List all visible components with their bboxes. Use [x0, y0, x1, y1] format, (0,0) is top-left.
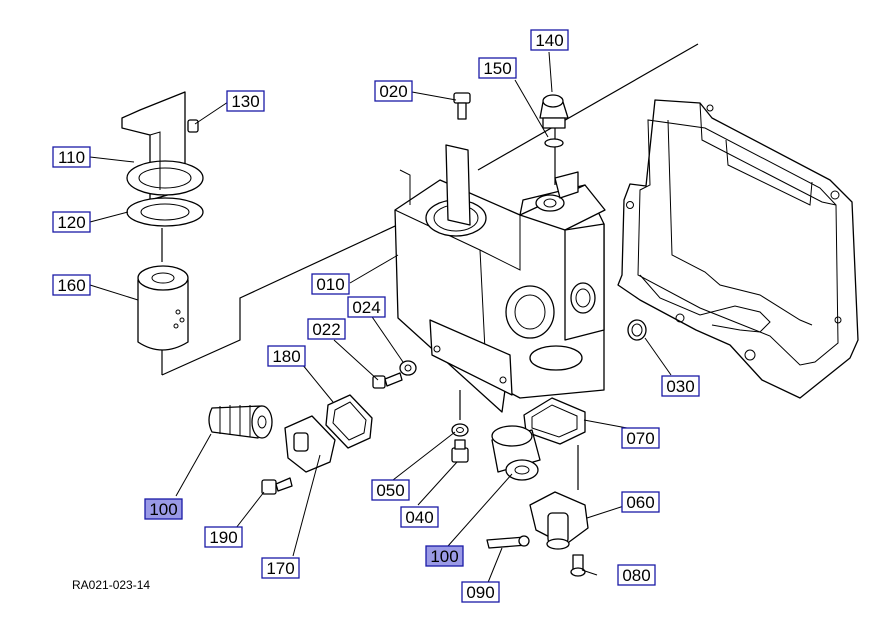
callout-label: 100	[430, 547, 458, 566]
callout-100-left: 100	[144, 498, 183, 520]
gasket-180	[325, 394, 373, 449]
callout-090: 090	[461, 581, 500, 603]
callout-label: 030	[666, 377, 694, 396]
plug-040	[451, 439, 469, 463]
callout-label: 060	[626, 493, 654, 512]
bolt-190	[261, 477, 293, 495]
callout-150: 150	[478, 57, 517, 79]
cover-170	[284, 415, 336, 473]
filter-element-100-left	[208, 405, 273, 439]
drawing-code: RA021-023-14	[72, 578, 150, 592]
callout-label: 130	[231, 92, 259, 111]
callout-180: 180	[267, 345, 306, 367]
callout-label: 070	[626, 429, 654, 448]
callout-040: 040	[400, 506, 439, 528]
callout-label: 150	[483, 59, 511, 78]
gasket-120	[126, 197, 204, 227]
callout-label: 010	[316, 275, 344, 294]
callout-label: 024	[352, 298, 380, 317]
hydraulic-tank	[394, 144, 606, 413]
callout-160: 160	[52, 274, 91, 296]
callout-label: 160	[57, 276, 85, 295]
callout-label: 020	[379, 82, 407, 101]
callout-140: 140	[530, 29, 569, 51]
callout-030: 030	[661, 375, 700, 397]
filter-element-100-right	[491, 425, 541, 481]
callout-label: 090	[466, 583, 494, 602]
callout-label: 190	[209, 528, 237, 547]
callout-010: 010	[311, 273, 350, 295]
callout-060: 060	[621, 491, 660, 513]
callout-110: 110	[52, 146, 91, 168]
callout-100-right: 100	[425, 545, 464, 567]
bolt-022	[372, 372, 403, 389]
bolt-080	[570, 554, 586, 577]
callout-label: 022	[312, 320, 340, 339]
callout-070: 070	[621, 427, 660, 449]
callout-label: 110	[58, 148, 85, 167]
callout-label: 120	[57, 213, 85, 232]
callout-label: 180	[272, 347, 300, 366]
washer-024	[399, 360, 417, 376]
callout-label: 050	[376, 481, 404, 500]
bolt-020	[453, 92, 471, 120]
callout-080: 080	[617, 564, 656, 586]
washer-050	[451, 423, 469, 437]
o-ring-150	[544, 138, 564, 148]
bolt-130	[187, 119, 199, 133]
callout-120: 120	[52, 211, 91, 233]
callout-label: 080	[622, 566, 650, 585]
callout-130: 130	[226, 90, 265, 112]
filter-element-160	[137, 265, 189, 351]
callout-label: 100	[149, 500, 177, 519]
callout-170: 170	[261, 557, 300, 579]
callout-label: 140	[535, 31, 563, 50]
callout-label: 040	[405, 508, 433, 527]
callout-024: 024	[347, 296, 386, 318]
seal-030	[627, 319, 647, 341]
callout-050: 050	[371, 479, 410, 501]
callout-label: 170	[266, 559, 294, 578]
alignment-lines	[161, 43, 699, 490]
frame-housing	[617, 99, 859, 399]
pin-090	[486, 535, 530, 549]
breather-cap-140	[539, 94, 569, 129]
cover-060	[529, 491, 589, 550]
bracket-110	[121, 91, 204, 201]
callout-190: 190	[204, 526, 243, 548]
callout-020: 020	[374, 80, 413, 102]
callout-022: 022	[307, 318, 346, 340]
